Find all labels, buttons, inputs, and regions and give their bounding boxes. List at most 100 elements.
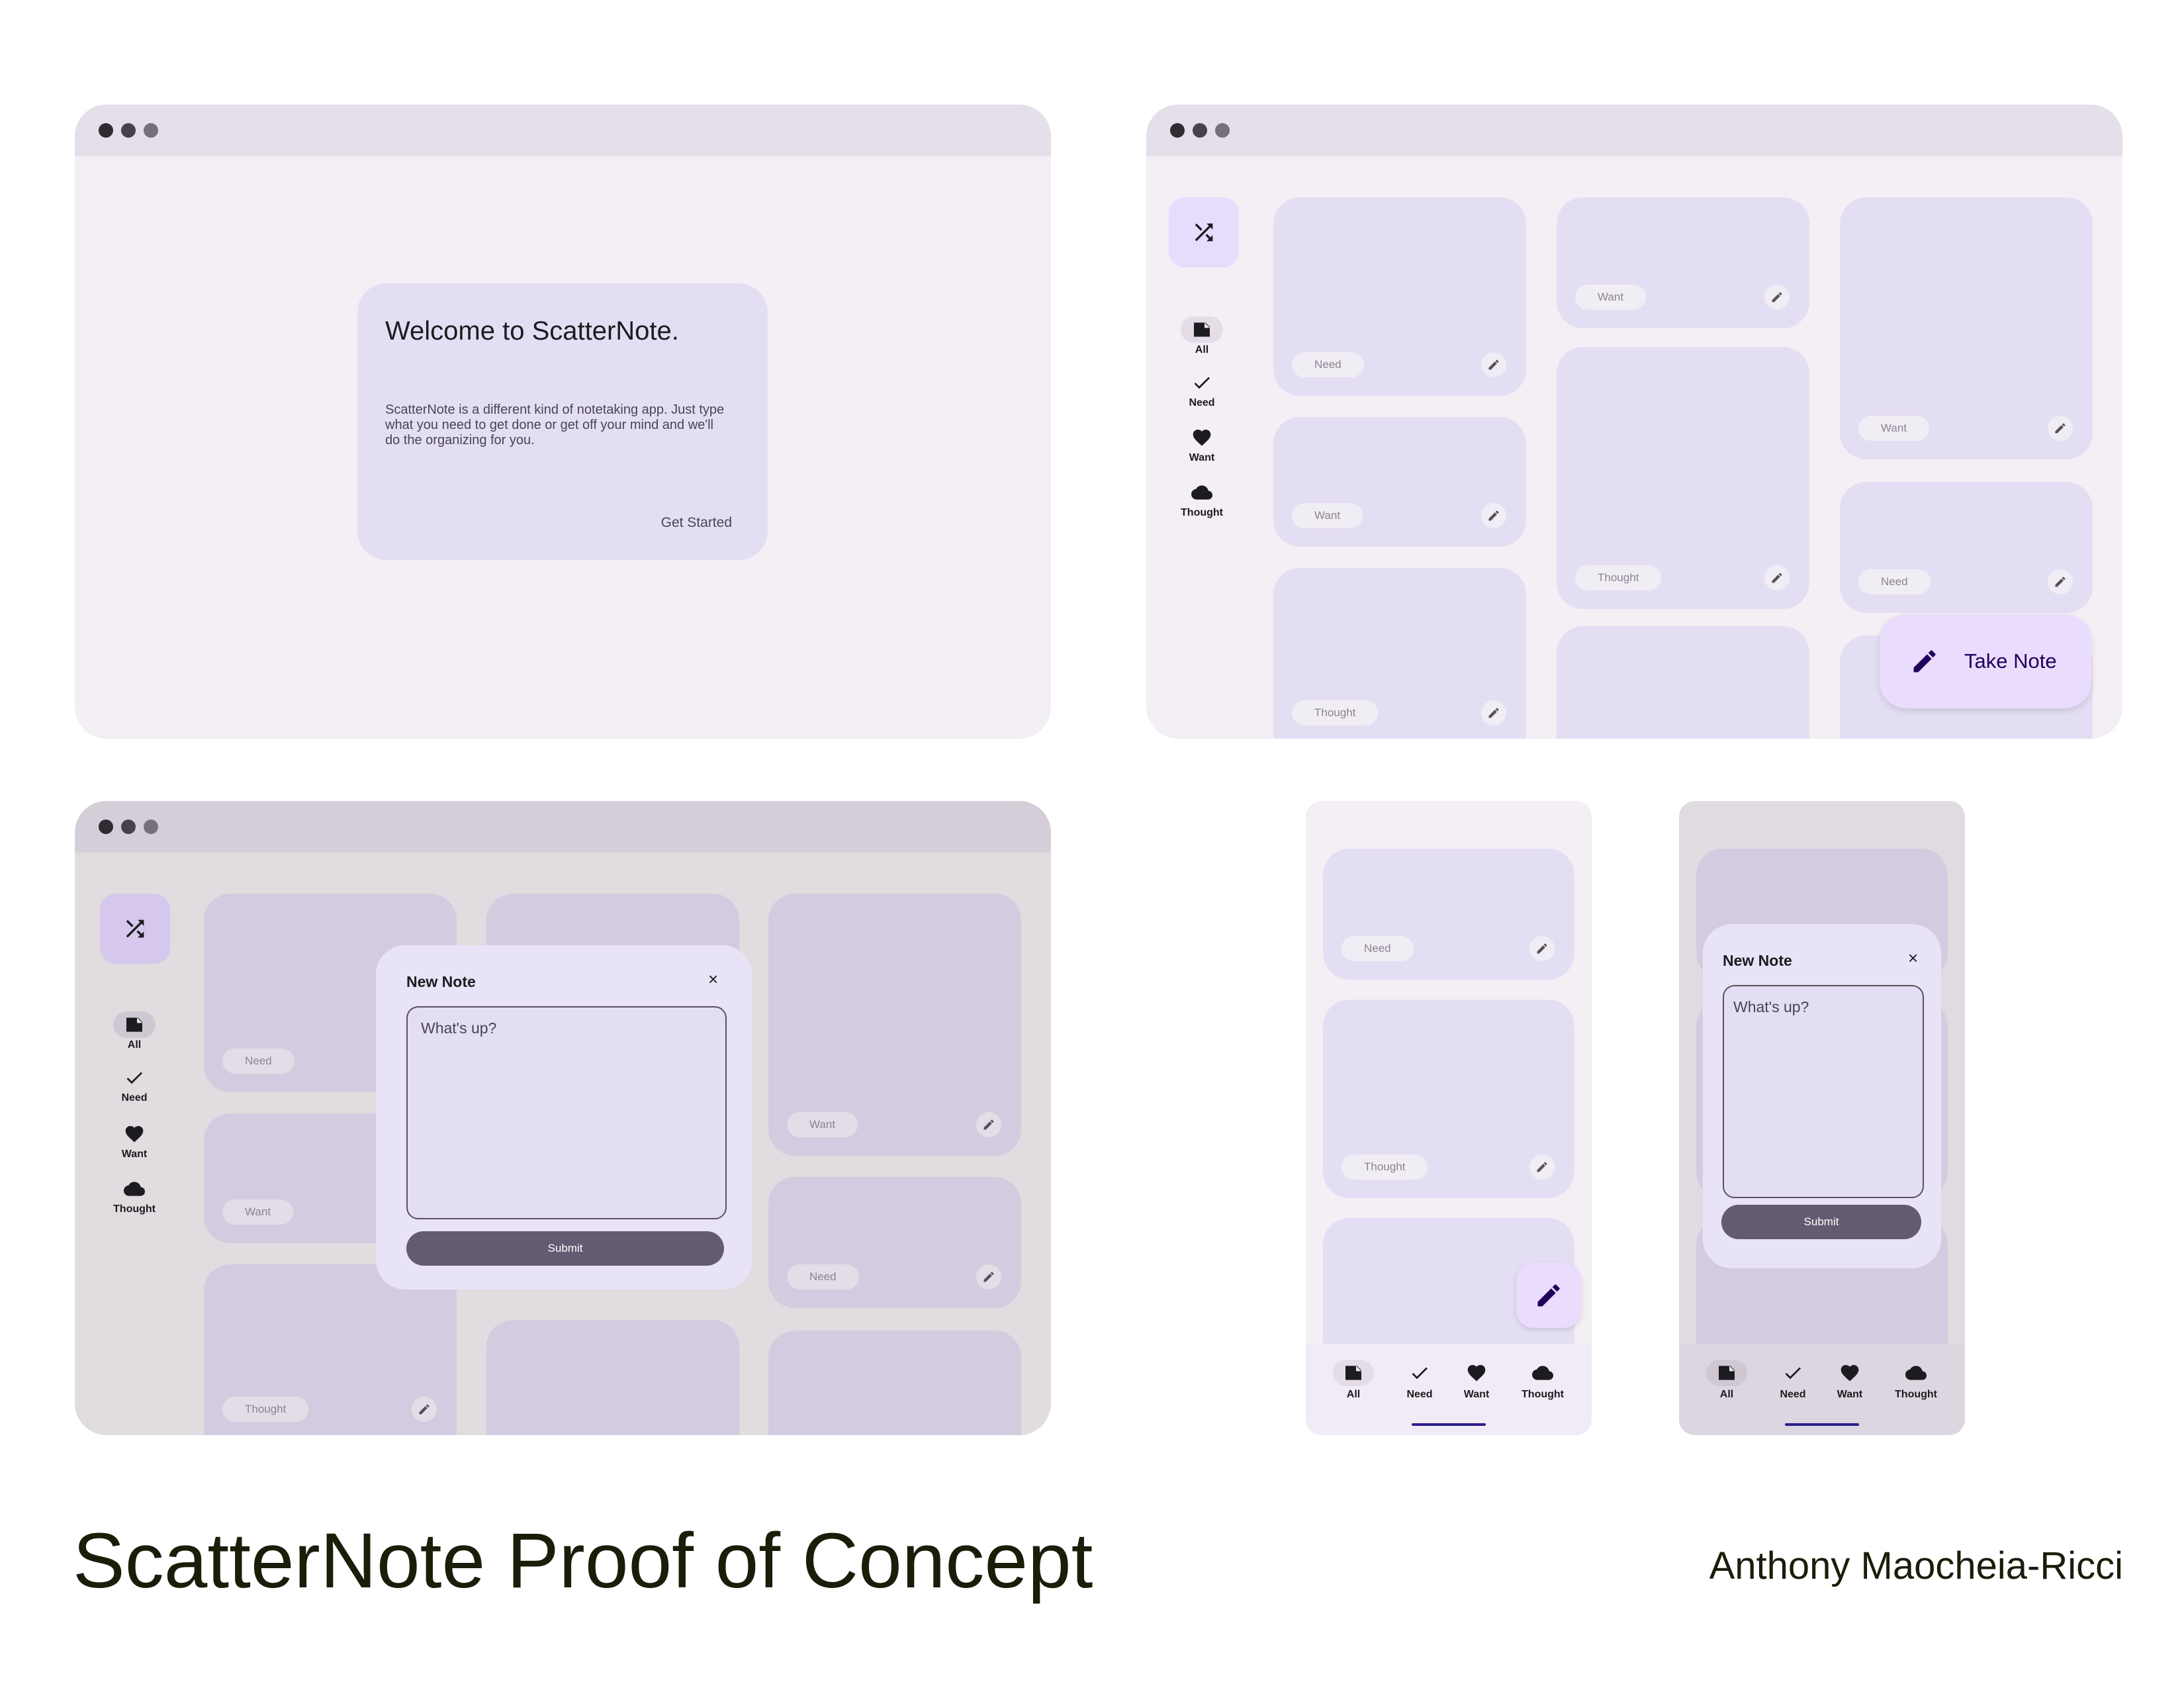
edit-button[interactable] [2048, 416, 2073, 441]
window-close-dot[interactable] [99, 123, 113, 138]
pencil-icon [1535, 942, 1549, 955]
note-card[interactable]: Want [1557, 197, 1809, 328]
take-note-fab[interactable] [1516, 1263, 1581, 1328]
cloud-icon [1905, 1362, 1927, 1383]
check-icon [1782, 1362, 1803, 1383]
rail-item-all[interactable]: All [95, 1011, 174, 1051]
window-close-dot[interactable] [99, 820, 113, 834]
rail-item-want[interactable]: Want [95, 1121, 174, 1160]
close-icon[interactable]: × [708, 969, 719, 989]
note-textarea[interactable]: What's up? [1723, 985, 1924, 1198]
get-started-button[interactable]: Get Started [660, 515, 732, 530]
welcome-title: Welcome to ScatterNote. [385, 316, 679, 346]
note-placeholder: What's up? [1733, 998, 1809, 1015]
note-icon [1191, 319, 1212, 340]
tag-chip[interactable]: Want [222, 1199, 294, 1225]
submit-button[interactable]: Submit [1721, 1205, 1921, 1239]
note-card[interactable] [486, 1320, 739, 1435]
edit-button[interactable] [1481, 700, 1506, 726]
window-minimize-dot[interactable] [121, 820, 136, 834]
window-minimize-dot[interactable] [121, 123, 136, 138]
tag-chip[interactable]: Thought [1342, 1154, 1428, 1180]
tag-chip[interactable]: Want [787, 1112, 858, 1137]
take-note-fab[interactable]: Take Note [1880, 614, 2091, 708]
note-card[interactable]: Thought [1323, 1000, 1574, 1198]
note-card[interactable]: Need [768, 1177, 1021, 1308]
edit-button[interactable] [976, 1112, 1001, 1137]
tag-chip[interactable]: Want [1575, 285, 1647, 310]
note-card[interactable]: Need [1840, 482, 2093, 613]
browser-titlebar [75, 105, 1051, 156]
pencil-icon [1770, 291, 1784, 304]
tag-chip[interactable]: Thought [222, 1397, 309, 1422]
note-card[interactable]: Want [1273, 417, 1526, 547]
window-close-dot[interactable] [1170, 123, 1185, 138]
bottom-nav-want[interactable]: Want [1817, 1360, 1883, 1401]
bottom-nav-want[interactable]: Want [1443, 1360, 1510, 1401]
window-maximize-dot[interactable] [144, 123, 158, 138]
window-minimize-dot[interactable] [1193, 123, 1207, 138]
tag-chip[interactable]: Thought [1575, 565, 1662, 590]
note-card[interactable]: Need [1273, 197, 1526, 396]
shuffle-button[interactable] [1169, 197, 1239, 267]
bottom-nav-need[interactable]: Need [1760, 1360, 1826, 1401]
home-indicator [1785, 1423, 1859, 1426]
cloud-icon [124, 1178, 145, 1199]
note-card[interactable] [1557, 626, 1809, 739]
note-icon [124, 1014, 145, 1035]
rail-item-need[interactable]: Need [95, 1064, 174, 1104]
window-maximize-dot[interactable] [144, 820, 158, 834]
tag-chip[interactable]: Need [1292, 352, 1364, 377]
tag-chip[interactable]: Need [222, 1049, 295, 1074]
tag-chip[interactable]: Want [1858, 416, 1930, 441]
mobile-dialog-screen: New Note × What's up? Submit All Need Wa… [1679, 801, 1965, 1435]
rail-item-need[interactable]: Need [1162, 369, 1242, 409]
note-card[interactable]: Want [1840, 197, 2093, 459]
note-card[interactable] [768, 1331, 1021, 1435]
note-icon [1343, 1362, 1364, 1383]
edit-button[interactable] [1481, 503, 1506, 528]
shuffle-button[interactable] [100, 894, 170, 964]
note-textarea[interactable]: What's up? [406, 1006, 727, 1219]
tag-chip[interactable]: Need [1858, 569, 1931, 594]
close-icon[interactable]: × [1908, 948, 1919, 968]
rail-item-all[interactable]: All [1162, 316, 1242, 356]
note-placeholder: What's up? [421, 1019, 497, 1037]
rail-item-thought[interactable]: Thought [1162, 479, 1242, 519]
window-maximize-dot[interactable] [1215, 123, 1230, 138]
shuffle-icon [122, 915, 148, 942]
note-card[interactable]: Want [768, 894, 1021, 1156]
edit-button[interactable] [1529, 1154, 1555, 1180]
board-browser-window: All Need Want Thought Need Want Thought … [1146, 105, 2122, 739]
rail-item-thought[interactable]: Thought [95, 1176, 174, 1215]
pencil-icon [1910, 647, 1939, 676]
bottom-nav-thought[interactable]: Thought [1510, 1360, 1576, 1401]
submit-button[interactable]: Submit [406, 1231, 724, 1266]
edit-button[interactable] [412, 1397, 437, 1422]
project-title: ScatterNote Proof of Concept [73, 1517, 1093, 1605]
edit-button[interactable] [2048, 569, 2073, 594]
note-card[interactable]: Thought [1557, 347, 1809, 609]
bottom-nav-all[interactable]: All [1320, 1360, 1387, 1401]
author-name: Anthony Maocheia-Ricci [1709, 1544, 2123, 1587]
bottom-nav-thought[interactable]: Thought [1883, 1360, 1949, 1401]
tag-chip[interactable]: Want [1292, 503, 1363, 528]
heart-icon [124, 1123, 145, 1145]
edit-button[interactable] [1481, 352, 1506, 377]
note-card[interactable]: Thought [1273, 568, 1526, 739]
rail-item-want[interactable]: Want [1162, 424, 1242, 464]
note-card[interactable]: Need [1323, 849, 1574, 980]
tag-chip[interactable]: Need [1342, 936, 1414, 961]
edit-button[interactable] [1764, 565, 1790, 590]
edit-button[interactable] [976, 1264, 1001, 1289]
tag-chip[interactable]: Need [787, 1264, 859, 1289]
mobile-board-screen: Need Thought All Need Want Thought [1306, 801, 1592, 1435]
tag-chip[interactable]: Thought [1292, 700, 1379, 726]
note-card[interactable]: Thought [204, 1264, 457, 1435]
cloud-icon [1191, 482, 1212, 503]
edit-button[interactable] [1529, 936, 1555, 961]
edit-button[interactable] [1764, 285, 1790, 310]
bottom-nav-all[interactable]: All [1694, 1360, 1760, 1401]
bottom-nav-bar: All Need Want Thought [1306, 1344, 1592, 1435]
bottom-nav-need[interactable]: Need [1387, 1360, 1453, 1401]
